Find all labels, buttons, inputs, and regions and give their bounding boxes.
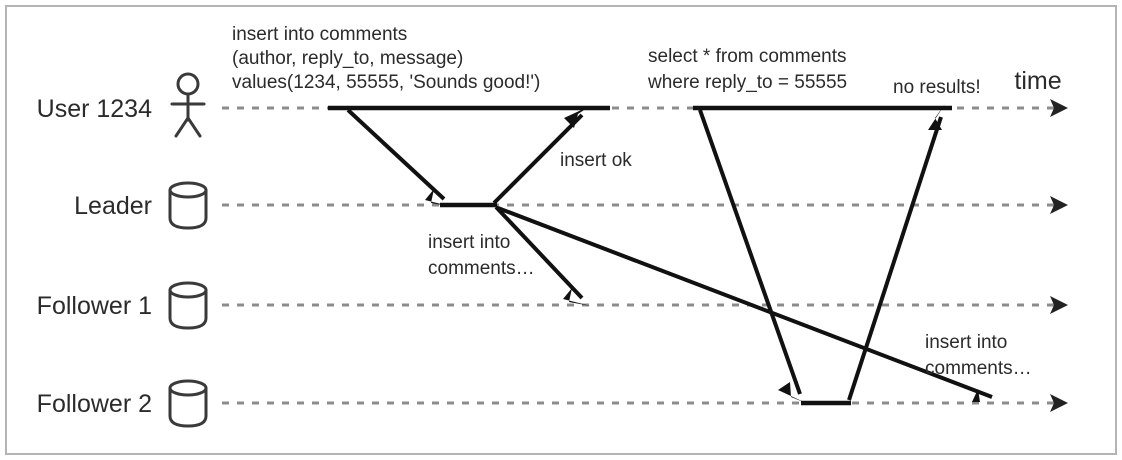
message-label-no-results: no results! [893,77,981,98]
note-insert-line-1: insert into comments [232,24,407,45]
message-label-replicate-follower2-delayed: insert into comments… [925,332,1032,379]
note-select-line-2: where reply_to = 55555 [647,72,847,93]
database-cylinder-icon-follower2 [168,379,208,428]
note-select-statement: select * from comments where reply_to = … [647,46,847,93]
participant-label-user: User 1234 [37,95,152,123]
message-label-replicate-follower2-line-2: comments… [925,358,1032,379]
message-label-replicate-follower1-line-1: insert into [428,232,510,253]
note-insert-line-3: values(1234, 55555, 'Sounds good!') [232,72,540,93]
message-replicate-follower2-delayed [497,206,1002,402]
message-insert-ok [492,106,590,205]
note-insert-line-2: (author, reply_to, message) [232,48,463,69]
messages-group [346,104,1002,403]
database-cylinder-icon-follower1 [168,281,208,330]
figure-border [5,5,1117,455]
actor-stick-figure-icon [170,72,206,138]
lifeline-follower1 [222,296,1068,314]
note-select-line-1: select * from comments [648,46,847,67]
participant-label-follower2: Follower 2 [37,390,152,418]
activations-group [328,105,952,406]
note-insert-statement: insert into comments (author, reply_to, … [232,24,540,93]
message-insert-request [346,108,453,207]
lifeline-follower2 [222,394,1068,412]
participant-label-leader: Leader [74,192,152,220]
participant-label-follower1: Follower 1 [37,292,152,320]
message-label-replicate-follower2-line-1: insert into [925,332,1007,353]
message-label-insert-ok: insert ok [560,150,632,171]
message-label-replicate-follower1-line-2: comments… [428,258,535,279]
lifeline-leader [222,196,1068,214]
message-no-results [847,104,945,401]
time-axis-label: time [1014,67,1061,95]
message-replicate-follower1 [494,205,591,306]
message-select-query [698,109,806,403]
message-label-replicate-follower1: insert into comments… [428,232,535,279]
database-cylinder-icon-leader [168,181,208,230]
